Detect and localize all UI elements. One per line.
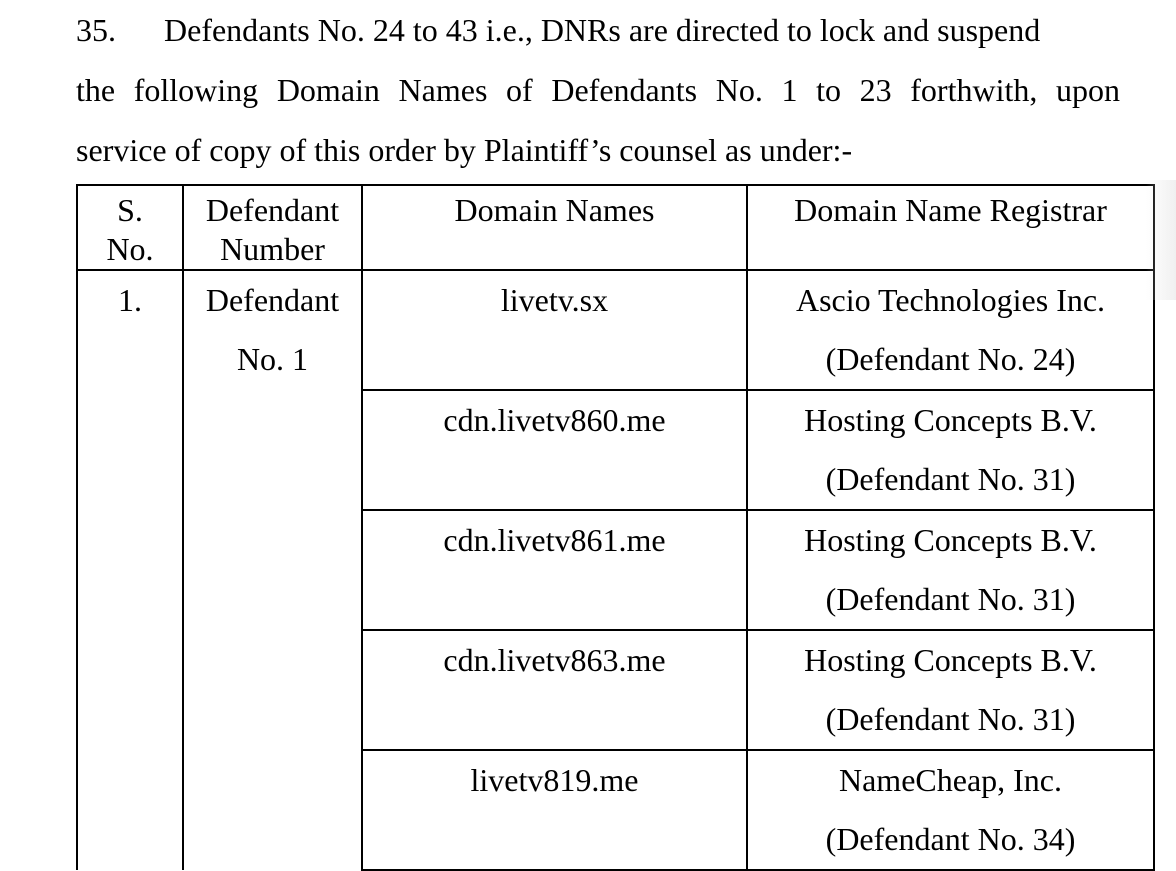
registrar-cell: Ascio Technologies Inc. (Defendant No. 2… bbox=[746, 269, 1155, 391]
header-defendant-line2: Number bbox=[220, 231, 325, 267]
registrar-defendant: (Defendant No. 31) bbox=[825, 701, 1076, 737]
registrar-name: NameCheap, Inc. bbox=[838, 762, 1062, 798]
domain-cell: cdn.livetv861.me bbox=[361, 509, 748, 631]
defendant-line1: Defendant bbox=[205, 282, 340, 318]
paragraph-line-1: 35. Defendants No. 24 to 43 i.e., DNRs ar… bbox=[76, 10, 1120, 50]
registrar-cell: NameCheap, Inc. (Defendant No. 34) bbox=[746, 749, 1155, 871]
registrar-name: Ascio Technologies Inc. bbox=[795, 282, 1106, 318]
domain-cell: livetv.sx bbox=[361, 269, 748, 391]
registrar-defendant: (Defendant No. 24) bbox=[825, 341, 1076, 377]
registrar-name: Hosting Concepts B.V. bbox=[804, 402, 1097, 438]
header-defendant: Defendant Number bbox=[182, 184, 363, 271]
header-sno: S. No. bbox=[76, 184, 184, 271]
domain-cell: livetv819.me bbox=[361, 749, 748, 871]
sno-cell: 1. bbox=[76, 269, 184, 870]
domain-cell: cdn.livetv863.me bbox=[361, 629, 748, 751]
header-sno-line1: S. bbox=[117, 192, 143, 228]
domain-cell: cdn.livetv860.me bbox=[361, 389, 748, 511]
registrar-cell: Hosting Concepts B.V. (Defendant No. 31) bbox=[746, 629, 1155, 751]
registrar-defendant: (Defendant No. 34) bbox=[825, 821, 1076, 857]
defendant-cell: Defendant No. 1 bbox=[182, 269, 363, 870]
paragraph-line-3: service of copy of this order by Plainti… bbox=[76, 132, 853, 168]
registrar-defendant: (Defendant No. 31) bbox=[825, 581, 1076, 617]
page-edge-shadow bbox=[1146, 180, 1176, 300]
header-registrar: Domain Name Registrar bbox=[746, 184, 1155, 271]
registrar-cell: Hosting Concepts B.V. (Defendant No. 31) bbox=[746, 389, 1155, 511]
table-row: cdn.livetv860.me Hosting Concepts B.V. (… bbox=[77, 389, 1155, 511]
defendant-line2: No. 1 bbox=[236, 341, 309, 377]
table-row: livetv819.me NameCheap, Inc. (Defendant … bbox=[77, 749, 1155, 871]
registrar-cell: Hosting Concepts B.V. (Defendant No. 31) bbox=[746, 509, 1155, 631]
domain-table: S. No. Defendant Number Domain Names Dom… bbox=[76, 184, 1155, 871]
table-header-row: S. No. Defendant Number Domain Names Dom… bbox=[76, 184, 1155, 271]
header-defendant-line1: Defendant bbox=[205, 192, 340, 228]
registrar-name: Hosting Concepts B.V. bbox=[804, 642, 1097, 678]
registrar-name: Hosting Concepts B.V. bbox=[804, 522, 1097, 558]
header-sno-line2: No. bbox=[106, 231, 154, 267]
paragraph-number: 35. bbox=[76, 12, 116, 48]
table-row: 1. Defendant No. 1 livetv.sx Ascio Techn… bbox=[76, 269, 1155, 870]
paragraph-line-2: the following Domain Names of Defendants… bbox=[76, 72, 1120, 108]
table-row: cdn.livetv863.me Hosting Concepts B.V. (… bbox=[77, 629, 1155, 751]
registrar-defendant: (Defendant No. 31) bbox=[825, 461, 1076, 497]
table-row: cdn.livetv861.me Hosting Concepts B.V. (… bbox=[77, 509, 1155, 631]
paragraph-text-1: Defendants No. 24 to 43 i.e., DNRs are d… bbox=[164, 12, 1041, 48]
header-domain: Domain Names bbox=[361, 184, 748, 271]
